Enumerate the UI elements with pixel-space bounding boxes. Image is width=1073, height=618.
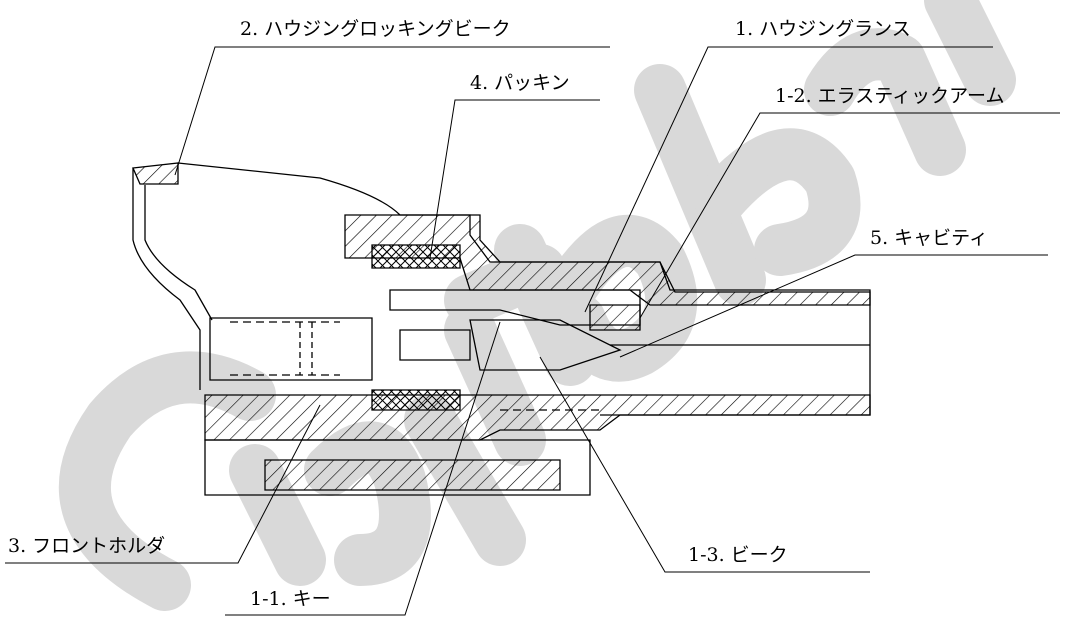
leader-key: [225, 321, 501, 616]
leader-beak: [539, 356, 870, 573]
leader-elastic-arm: [639, 112, 1060, 319]
leader-packing: [429, 99, 600, 259]
callout-key: 1-1. キー: [250, 588, 331, 610]
leader-cavity: [619, 254, 1048, 358]
leader-housing-lance: [584, 46, 993, 313]
callout-beak: 1-3. ビーク: [688, 544, 788, 566]
leader-front-holder: [5, 404, 321, 564]
callout-cavity: 5. キャビティ: [870, 227, 989, 249]
leader-lines: [5, 46, 1060, 616]
callout-elastic-arm: 1-2. エラスティックアーム: [775, 85, 1005, 107]
leader-housing-locking-beak: [174, 46, 610, 176]
callout-housing-lance: 1. ハウジングランス: [735, 18, 911, 40]
callout-housing-locking-beak: 2. ハウジングロッキングビーク: [240, 18, 511, 40]
callout-packing: 4. パッキン: [470, 72, 570, 94]
callout-front-holder: 3. フロントホルダ: [8, 535, 166, 557]
connector-body: [132, 162, 871, 496]
